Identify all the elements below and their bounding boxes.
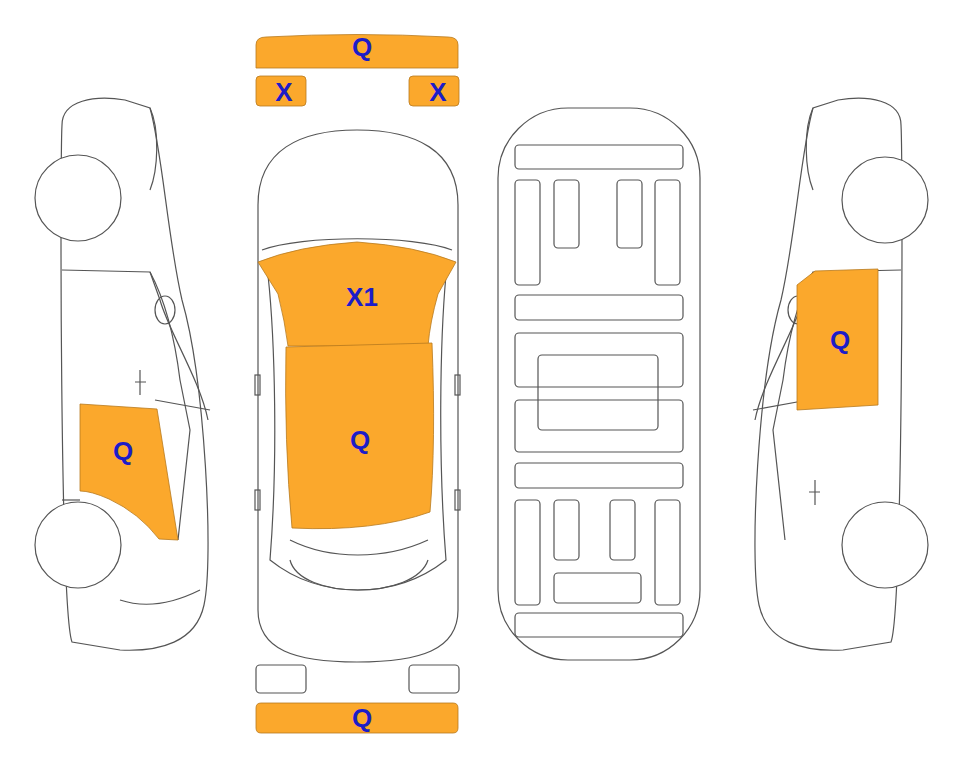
zone-fill: [286, 343, 434, 529]
damage-code: X: [429, 79, 446, 105]
zone-fill: [80, 404, 178, 540]
zone-fill: [256, 703, 458, 733]
damage-zone-rear-bumper: Q: [256, 703, 458, 733]
damage-zone-roof: Q: [284, 342, 434, 532]
zone-fill: [797, 269, 878, 410]
damage-zone-left-rear-door: Q: [79, 403, 179, 543]
damage-zone-right-door: Q: [795, 268, 879, 411]
damage-zone-right-headlight: X: [409, 76, 459, 106]
damage-code: Q: [352, 705, 372, 731]
damage-code: X1: [346, 284, 378, 310]
damage-code: X: [275, 79, 292, 105]
top-view-car: [255, 130, 460, 693]
damage-code: Q: [113, 438, 133, 464]
underside-view: [498, 108, 700, 660]
damage-zone-front-bumper: Q: [256, 35, 458, 68]
damage-code: Q: [352, 34, 372, 60]
damage-code: Q: [830, 327, 850, 353]
damage-code: Q: [350, 427, 370, 453]
side-view-car: [753, 98, 928, 650]
zone-fill: [258, 242, 456, 346]
zone-fill: [256, 76, 306, 106]
zone-fill: [409, 76, 459, 106]
damage-zone-left-headlight: X: [256, 76, 306, 106]
zone-shape: [79, 403, 179, 543]
zone-fill: [256, 35, 458, 69]
side-view-car: [35, 98, 210, 650]
damage-zone-windshield: X1: [258, 242, 456, 346]
